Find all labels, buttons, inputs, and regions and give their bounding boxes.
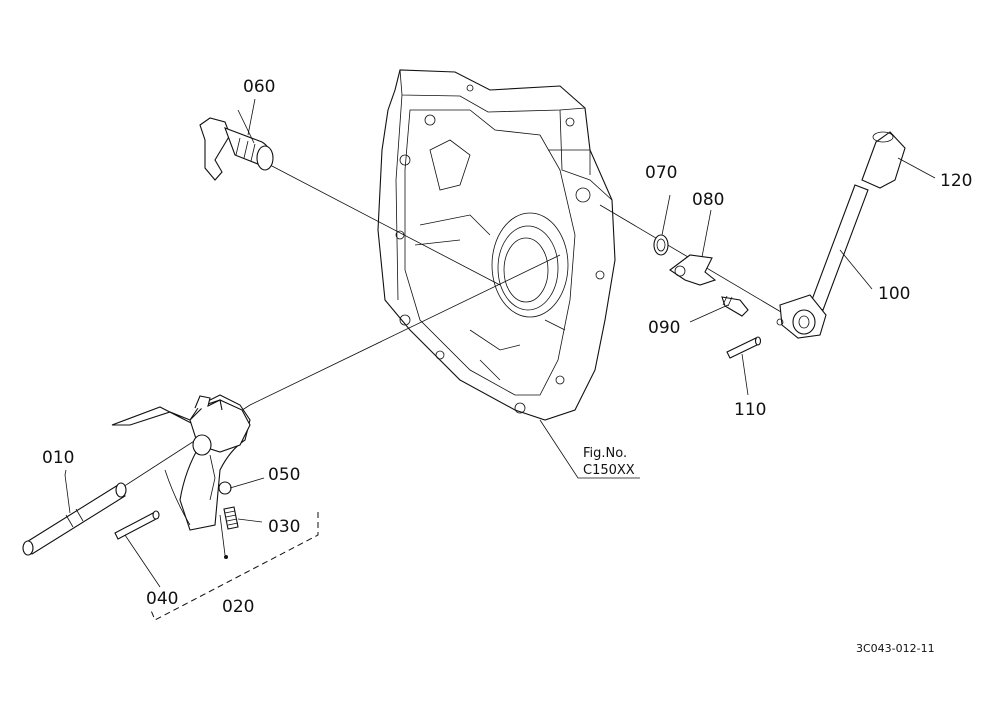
shift-handle-part: [776, 184, 869, 339]
shift-fork-part: [111, 394, 251, 531]
part-label-030: 030: [268, 517, 300, 537]
part-label-080: 080: [692, 190, 724, 210]
bolt-part: [721, 295, 749, 317]
label-leaders: [64, 98, 936, 588]
part-label-010: 010: [42, 448, 74, 468]
shift-rod-part: [22, 474, 127, 556]
lever-part: [669, 254, 717, 286]
part-label-120: 120: [940, 171, 972, 191]
part-label-050: 050: [268, 465, 300, 485]
fig-code: C150XX: [583, 463, 635, 478]
part-label-060: 060: [243, 77, 275, 97]
assembly-group-bracket: [149, 512, 319, 621]
steel-ball-part: [218, 481, 232, 495]
pin-part: [726, 336, 762, 359]
part-label-100: 100: [878, 284, 910, 304]
o-ring-part: [653, 234, 669, 256]
figure-number-callout: Fig.No. C150XX: [539, 419, 640, 479]
part-labels: 010 020 030 040 050 060 070 080 090 100 …: [42, 77, 972, 617]
part-label-090: 090: [648, 318, 680, 338]
part-label-020: 020: [222, 597, 254, 617]
document-reference: 3C043-012-11: [856, 642, 935, 655]
spring-part: [223, 506, 239, 530]
fig-label: Fig.No.: [583, 446, 627, 461]
handle-grip-part: [861, 131, 906, 189]
transmission-housing: [377, 69, 616, 421]
spring-pin-part: [114, 510, 160, 540]
part-label-040: 040: [146, 589, 178, 609]
part-label-070: 070: [645, 163, 677, 183]
shifter-arm-part: [199, 109, 274, 181]
part-label-110: 110: [734, 400, 766, 420]
reference-dot: [224, 555, 228, 559]
